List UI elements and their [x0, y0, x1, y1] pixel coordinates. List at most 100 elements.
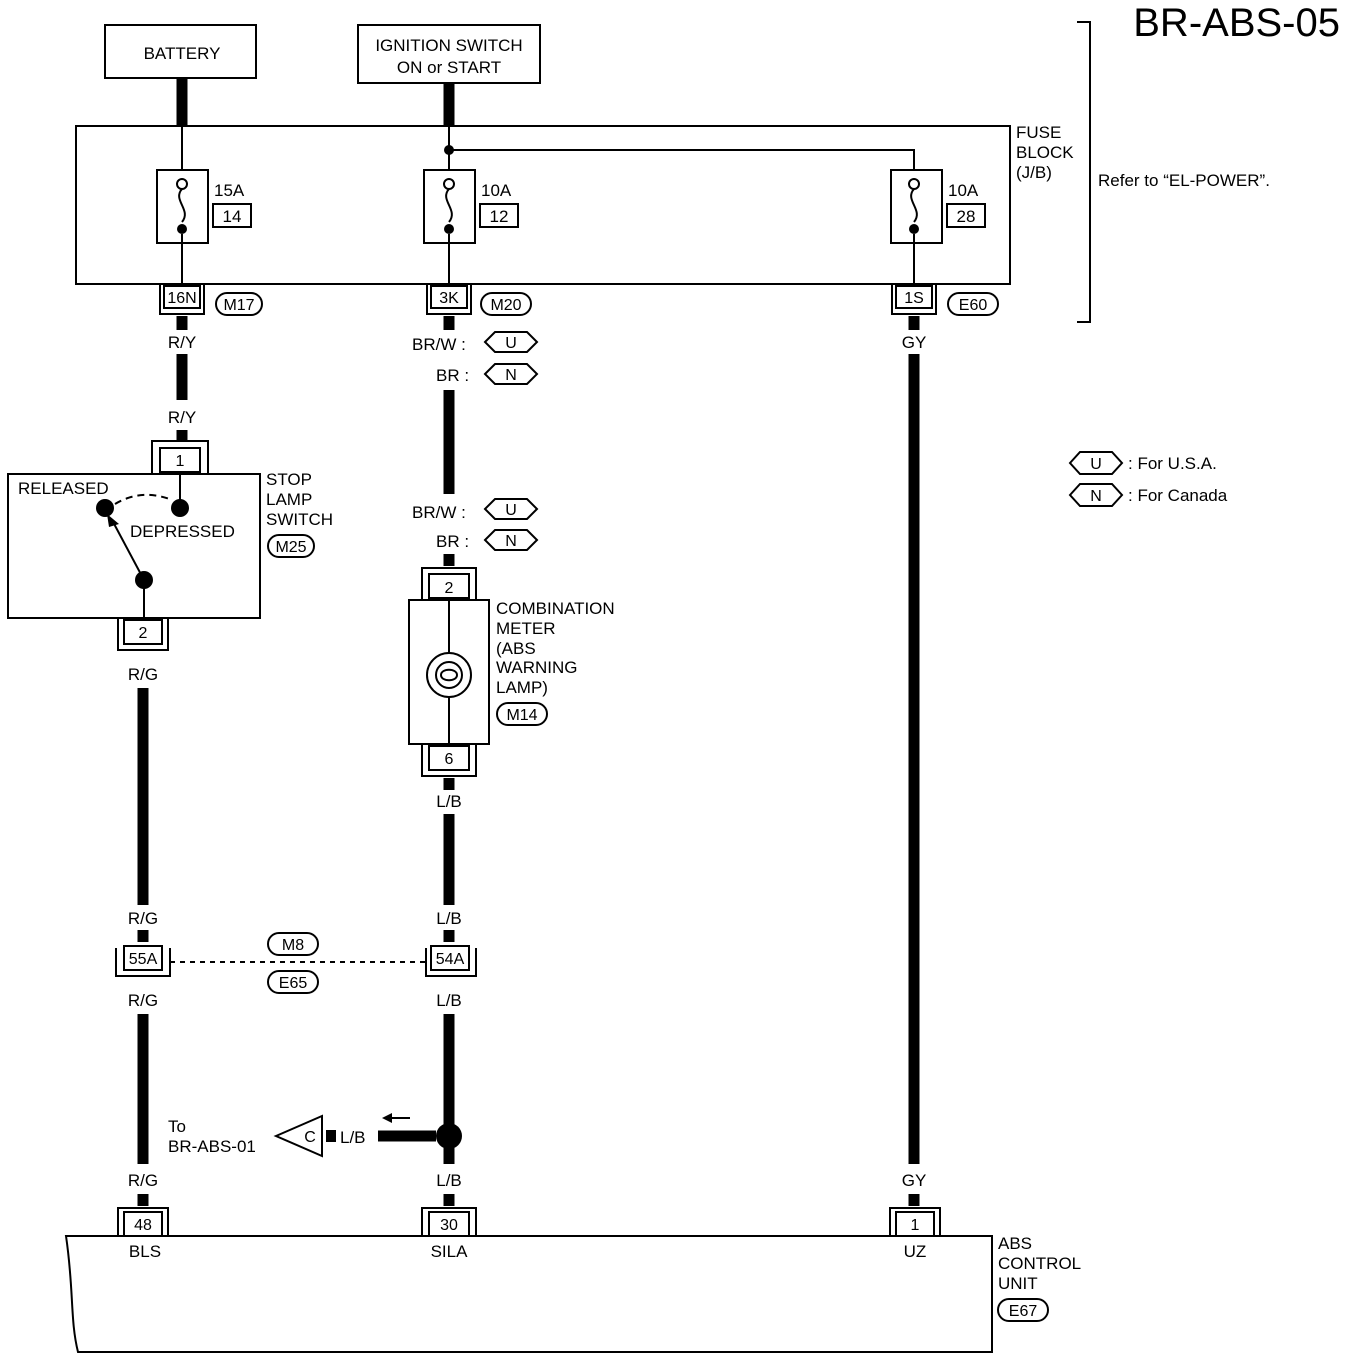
abs-pin-48: 48	[134, 1217, 152, 1234]
meter-pin-6: 6	[445, 751, 454, 768]
joint-pin-54a: 54A	[436, 951, 465, 968]
wire-lb-label-1: L/B	[436, 792, 462, 811]
terminal-1s-pin: 1S	[904, 290, 924, 307]
abs-pin-30: 30	[440, 1217, 458, 1234]
abs-pin-30-name: SILA	[431, 1242, 469, 1261]
legend-canada-text: : For Canada	[1128, 486, 1228, 505]
meter-label-4: WARNING	[496, 658, 578, 677]
region-label-br-1: BR : N	[436, 363, 539, 385]
meter-connector: M14	[506, 707, 537, 724]
wire-rg-label-4: R/G	[128, 1171, 158, 1190]
abs-label-2: CONTROL	[998, 1254, 1081, 1273]
fuse-10a-28: 10A 28	[890, 169, 986, 284]
terminal-16n-connector: M17	[223, 297, 254, 314]
fuse-28-rating: 10A	[948, 181, 979, 200]
wire-gy-label-bottom: GY	[902, 1171, 927, 1190]
legend: U : For U.S.A. N : For Canada	[1068, 451, 1228, 507]
meter-label-1: COMBINATION	[496, 599, 615, 618]
wire-rg-label-1: R/G	[128, 665, 158, 684]
battery-source: BATTERY	[104, 24, 257, 79]
wire-lb-label-4: L/B	[436, 1171, 462, 1190]
wire-br-label-2: BR :	[436, 532, 469, 551]
fuse-12-number: 12	[490, 207, 509, 226]
wire-lb-label-3: L/B	[436, 991, 462, 1010]
terminal-3k-pin: 3K	[439, 290, 459, 307]
wire-rg-label-3: R/G	[128, 991, 158, 1010]
stop-lamp-switch: 1 RELEASED DEPRESSED STOP LAMP SWITCH M2…	[7, 440, 333, 651]
legend-usa-text: : For U.S.A.	[1128, 454, 1217, 473]
abs-pin-48-name: BLS	[129, 1242, 161, 1261]
wire-ry-label-bottom: R/Y	[168, 408, 196, 427]
meter-label-5: LAMP)	[496, 678, 548, 697]
terminal-1s: 1S E60	[891, 284, 999, 316]
terminal-16n-pin: 16N	[167, 290, 196, 307]
stop-lamp-label-1: STOP	[266, 470, 312, 489]
meter-label-3: (ABS	[496, 639, 536, 658]
battery-label: BATTERY	[144, 44, 221, 63]
ignition-label-line2: ON or START	[397, 58, 501, 77]
wire-brw-label-2: BR/W :	[412, 503, 466, 522]
abs-pin-1-name: UZ	[904, 1242, 927, 1261]
wire-gy-label-top: GY	[902, 333, 927, 352]
meter-pin-2: 2	[445, 580, 454, 597]
stop-lamp-label-2: LAMP	[266, 490, 312, 509]
fuse-block-label-3: (J/B)	[1016, 163, 1052, 182]
canada-code-2: N	[505, 533, 517, 550]
refer-note: Refer to “EL-POWER”.	[1098, 171, 1270, 190]
terminal-3k: 3K M20	[426, 284, 532, 316]
joint-pin-55a: 55A	[129, 951, 158, 968]
refer-bracket	[1077, 21, 1091, 323]
stop-lamp-label-3: SWITCH	[266, 510, 333, 529]
stop-lamp-pin-2: 2	[139, 625, 148, 642]
fuse-10a-12: 10A 12	[423, 169, 519, 284]
stop-lamp-pin-1: 1	[176, 453, 185, 470]
fuse-28-number: 28	[957, 207, 976, 226]
joint-connector-54a: 54A	[425, 945, 477, 977]
fuse-15a-number: 14	[223, 207, 242, 226]
joint-connector-m8: M8	[282, 937, 304, 954]
stop-lamp-connector: M25	[275, 539, 306, 556]
terminal-3k-connector: M20	[490, 297, 521, 314]
region-label-brw-1: BR/W : U	[412, 331, 539, 354]
abs-pin-1: 1	[911, 1217, 920, 1234]
canada-code-1: N	[505, 367, 517, 384]
abs-label-1: ABS	[998, 1234, 1032, 1253]
region-label-brw-2: BR/W : U	[412, 498, 539, 522]
wire-ry-label-top: R/Y	[168, 333, 196, 352]
usa-code-2: U	[505, 502, 517, 519]
fuse-12-rating: 10A	[481, 181, 512, 200]
released-label: RELEASED	[18, 479, 109, 498]
usa-code-1: U	[505, 335, 517, 352]
depressed-label: DEPRESSED	[130, 522, 235, 541]
branch-flag: C	[304, 1129, 316, 1146]
joint-connector-55a: 55A	[115, 945, 171, 977]
abs-connector: E67	[1009, 1303, 1038, 1320]
branch-to-line1: To	[168, 1117, 186, 1136]
splice-point	[436, 1123, 462, 1149]
abs-label-3: UNIT	[998, 1274, 1038, 1293]
region-label-br-2: BR : N	[436, 529, 539, 551]
fuse-block-label-1: FUSE	[1016, 123, 1061, 142]
fuse-15a: 15A 14	[156, 169, 252, 284]
combination-meter: 2 COMBINATION METER (ABS WARNING LAMP) M…	[408, 567, 615, 777]
branch-wire-label: L/B	[340, 1128, 366, 1147]
wire-br-label-1: BR :	[436, 366, 469, 385]
page-code: BR-ABS-05	[1133, 1, 1340, 45]
legend-usa-code: U	[1090, 456, 1102, 473]
branch-to-line2: BR-ABS-01	[168, 1137, 256, 1156]
branch-to-br-abs-01: L/B C To BR-ABS-01	[168, 1113, 436, 1158]
fuse-block: FUSE BLOCK (J/B) 15A 14 10A 12	[75, 123, 1074, 285]
meter-label-2: METER	[496, 619, 556, 638]
joint-connector-e65: E65	[279, 975, 308, 992]
ignition-switch-source: IGNITION SWITCH ON or START	[357, 24, 541, 84]
wire-lb-label-2: L/B	[436, 909, 462, 928]
fuse-15a-rating: 15A	[214, 181, 245, 200]
terminal-16n: 16N M17	[159, 284, 263, 316]
wire-brw-label-1: BR/W :	[412, 335, 466, 354]
wire-rg-label-2: R/G	[128, 909, 158, 928]
ignition-label-line1: IGNITION SWITCH	[375, 36, 522, 55]
legend-canada-code: N	[1090, 488, 1102, 505]
terminal-1s-connector: E60	[959, 297, 988, 314]
abs-control-unit: ABS CONTROL UNIT E67 48 BLS 30 SILA 1 UZ	[64, 1207, 1081, 1353]
